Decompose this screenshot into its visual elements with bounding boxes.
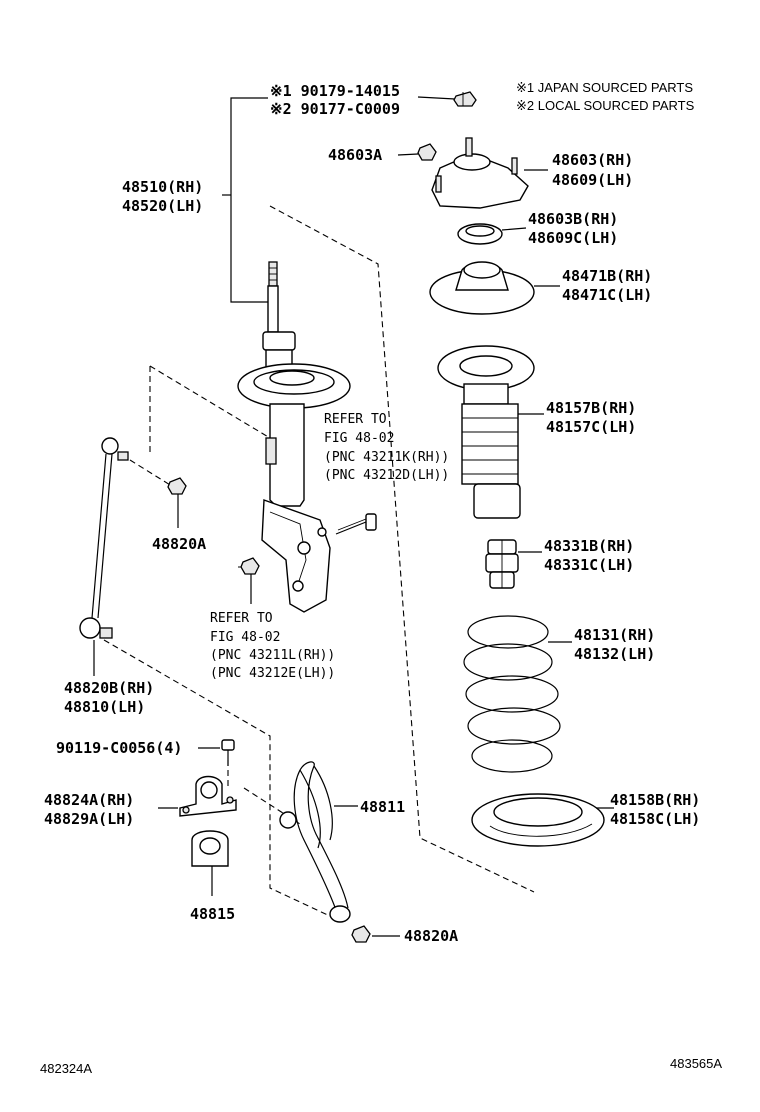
refer2-line1[interactable]: REFER TO: [210, 611, 273, 626]
legend-local: ※2 LOCAL SOURCED PARTS: [516, 98, 695, 113]
bearing-icon[interactable]: [457, 223, 503, 245]
label-bracket-rh[interactable]: 48824A(RH): [44, 791, 134, 809]
dashed-alignment-main: [269, 205, 535, 893]
label-boot-rh[interactable]: 48157B(RH): [546, 399, 636, 417]
label-bolt[interactable]: 90119-C0056(4): [56, 739, 182, 757]
dashed-link-nut: [129, 459, 176, 489]
coil-spring-icon[interactable]: [463, 615, 561, 773]
label-upper-nut[interactable]: 48603A: [328, 146, 382, 164]
stabilizer-link-icon[interactable]: [79, 437, 129, 639]
label-stab-bar[interactable]: 48811: [360, 798, 405, 816]
stabilizer-bracket-icon[interactable]: [179, 775, 237, 817]
label-boot-lh[interactable]: 48157C(LH): [546, 418, 636, 436]
label-link-rh[interactable]: 48820B(RH): [64, 679, 154, 697]
refer2-line4[interactable]: (PNC 43212E(LH)): [210, 666, 335, 681]
lower-insulator-icon[interactable]: [471, 793, 605, 847]
label-support-rh[interactable]: 48603(RH): [552, 151, 633, 169]
label-strut-lh[interactable]: 48520(LH): [122, 197, 203, 215]
upper-support-nut-icon[interactable]: [417, 143, 437, 161]
upper-support-icon[interactable]: [431, 137, 529, 209]
refer1-line2[interactable]: FIG 48-02: [324, 431, 394, 446]
leader-upper-nut: [397, 153, 419, 156]
refer2-line2[interactable]: FIG 48-02: [210, 630, 280, 645]
dashed-link-lower: [103, 639, 335, 919]
leader-top-nut: [417, 96, 456, 100]
label-nut-local[interactable]: ※2 90177-C0009: [270, 100, 400, 118]
label-spring-rh[interactable]: 48131(RH): [574, 626, 655, 644]
label-strut-rh[interactable]: 48510(RH): [122, 178, 203, 196]
stabilizer-nut-icon[interactable]: [351, 925, 371, 943]
stabilizer-bushing-icon[interactable]: [191, 830, 229, 867]
label-lower-ins-rh[interactable]: 48158B(RH): [610, 791, 700, 809]
dust-boot-icon[interactable]: [437, 345, 535, 519]
footer-right-code: 483565A: [670, 1056, 722, 1071]
label-stab-nut[interactable]: 48820A: [404, 927, 458, 945]
link-nut-icon[interactable]: [167, 477, 187, 495]
refer1-line3[interactable]: (PNC 43211K(RH)): [324, 450, 449, 465]
legend-japan: ※1 JAPAN SOURCED PARTS: [516, 80, 693, 95]
leader-bearing: [501, 227, 527, 231]
refer2-line3[interactable]: (PNC 43211L(RH)): [210, 648, 335, 663]
spring-seat-icon[interactable]: [429, 261, 535, 315]
refer1-line4[interactable]: (PNC 43212D(LH)): [324, 468, 449, 483]
label-bushing[interactable]: 48815: [190, 905, 235, 923]
label-link-nut[interactable]: 48820A: [152, 535, 206, 553]
knuckle-bolt-icon[interactable]: [335, 513, 377, 535]
label-spring-lh[interactable]: 48132(LH): [574, 645, 655, 663]
label-nut-jp[interactable]: ※1 90179-14015: [270, 82, 400, 100]
label-bearing-lh[interactable]: 48609C(LH): [528, 229, 618, 247]
label-bracket-lh[interactable]: 48829A(LH): [44, 810, 134, 828]
dashed-link-upper: [149, 365, 271, 439]
refer1-line1[interactable]: REFER TO: [324, 412, 387, 427]
label-bumper-lh[interactable]: 48331C(LH): [544, 556, 634, 574]
label-seat-rh[interactable]: 48471B(RH): [562, 267, 652, 285]
bracket-bolt-icon[interactable]: [221, 739, 235, 766]
stabilizer-bar-icon[interactable]: [279, 761, 351, 923]
label-link-lh[interactable]: 48810(LH): [64, 698, 145, 716]
strut-assembly-icon[interactable]: [237, 261, 351, 613]
label-support-lh[interactable]: 48609(LH): [552, 171, 633, 189]
footer-left-code: 482324A: [40, 1061, 92, 1076]
label-seat-lh[interactable]: 48471C(LH): [562, 286, 652, 304]
leader-strut: [230, 97, 272, 303]
bump-stopper-icon[interactable]: [485, 539, 519, 589]
label-bearing-rh[interactable]: 48603B(RH): [528, 210, 618, 228]
label-lower-ins-lh[interactable]: 48158C(LH): [610, 810, 700, 828]
top-nut-icon[interactable]: [453, 91, 477, 107]
knuckle-nut-icon[interactable]: [240, 557, 260, 575]
label-bumper-rh[interactable]: 48331B(RH): [544, 537, 634, 555]
